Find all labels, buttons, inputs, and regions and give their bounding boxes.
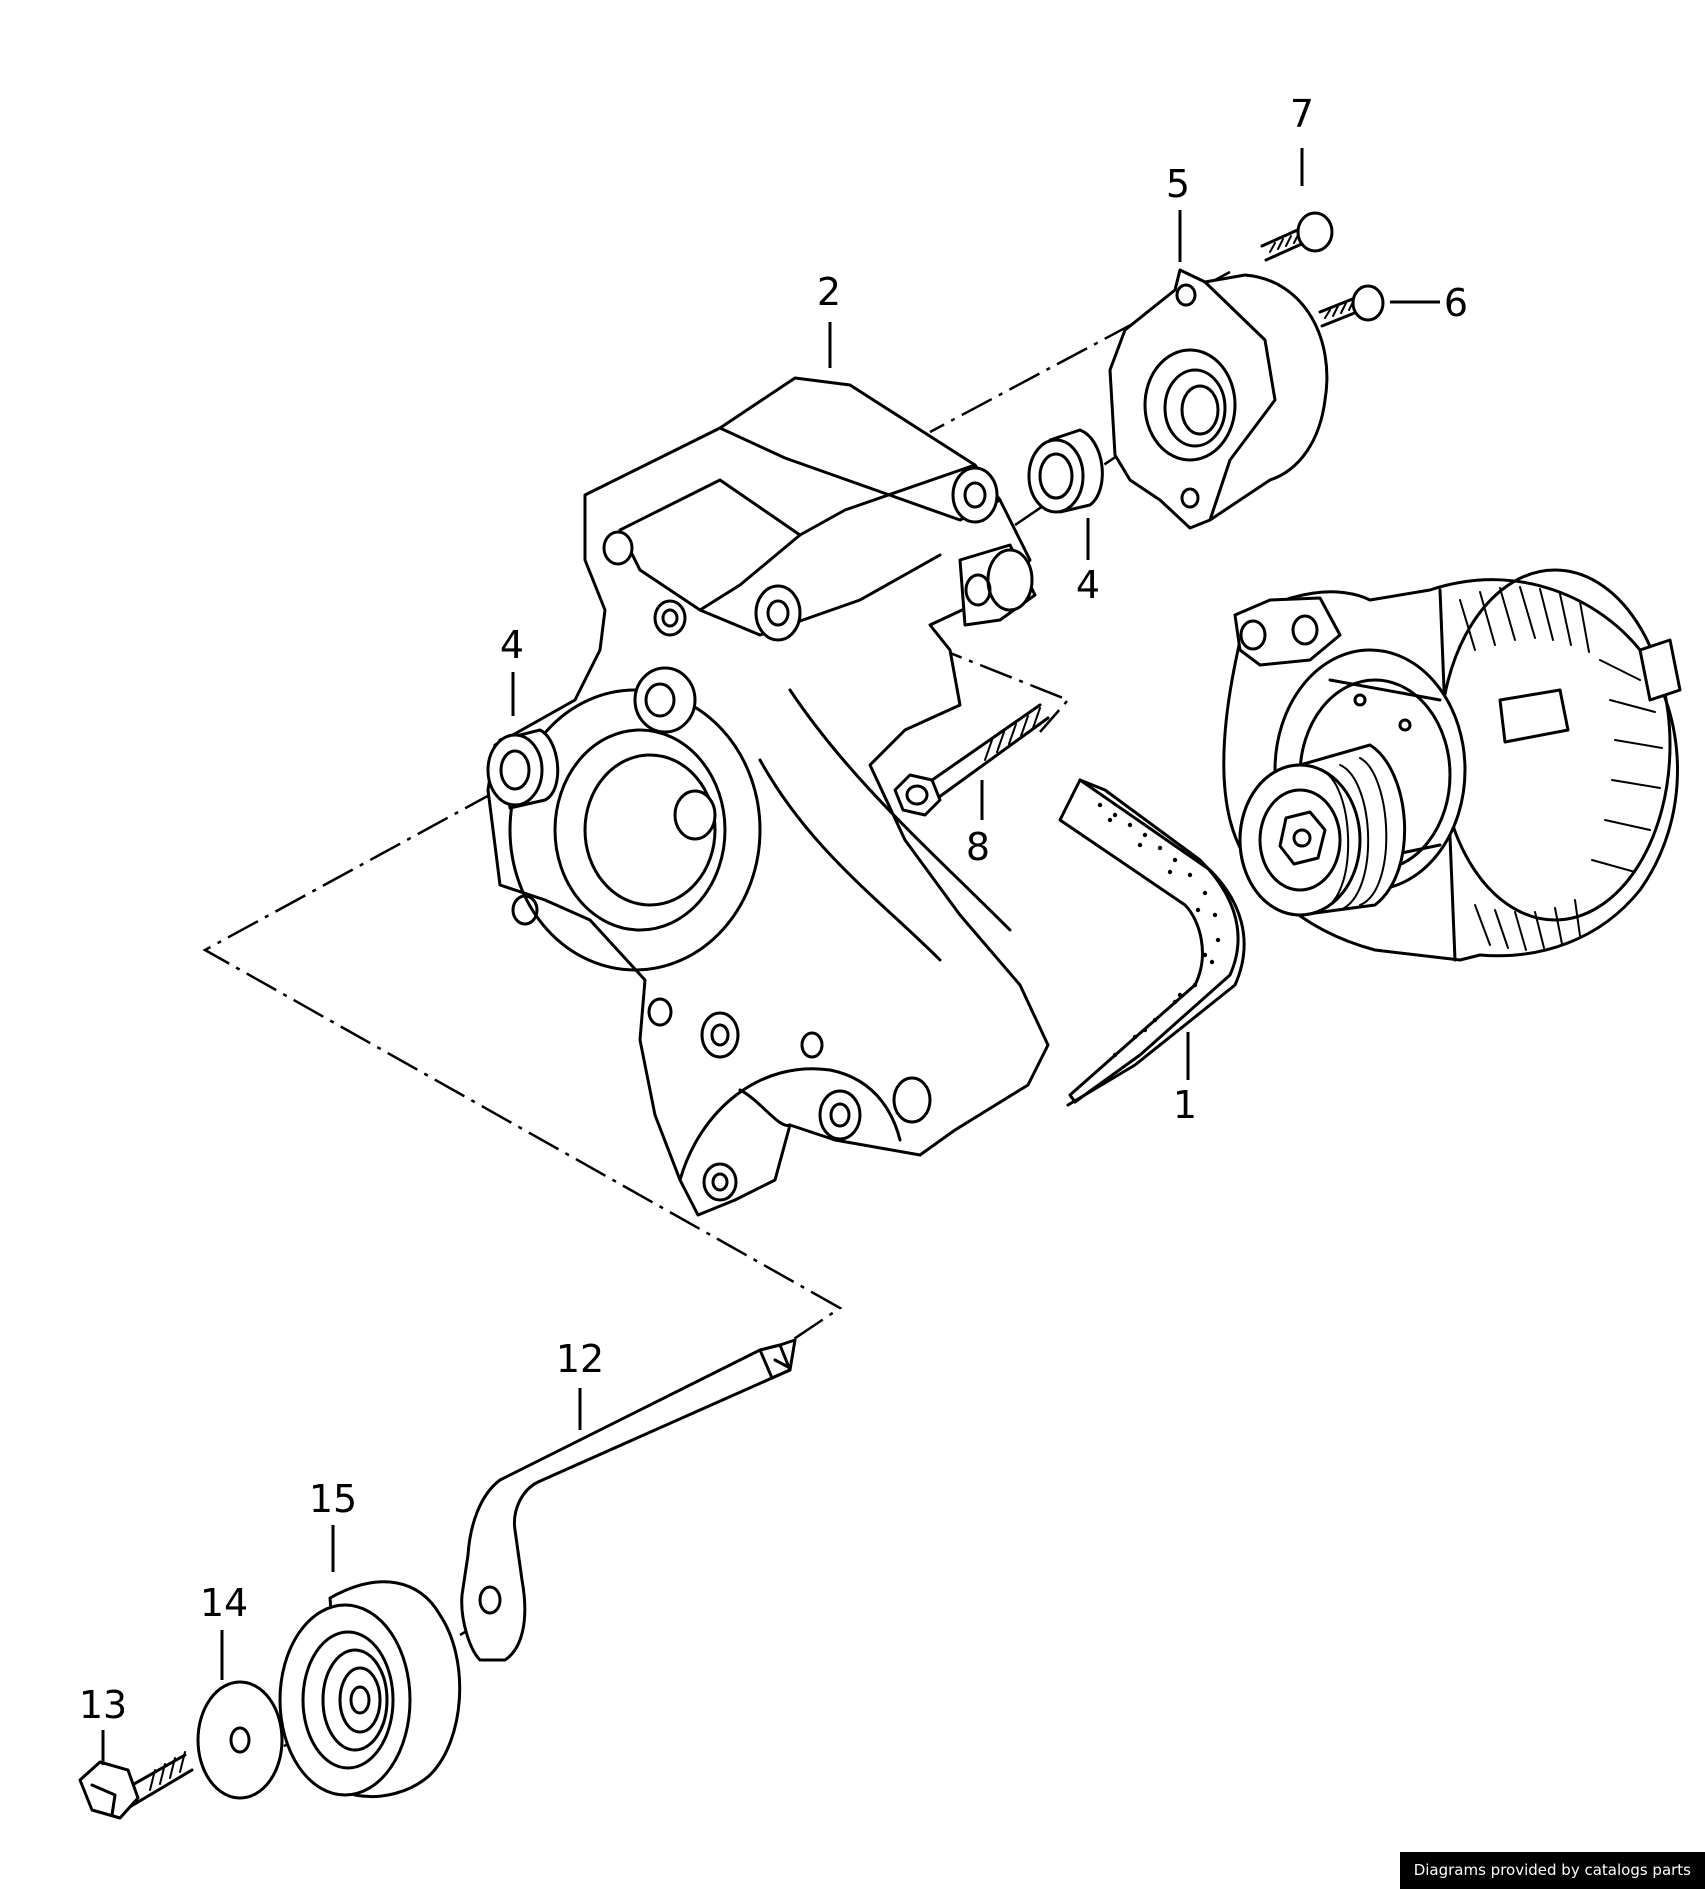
ribbed-belt [1058, 778, 1246, 1107]
bushing-right [1027, 428, 1104, 514]
callout-15: 15 [309, 1477, 357, 1521]
belt-ribs [1097, 802, 1221, 1058]
tensioner-plate [1108, 268, 1329, 530]
leader-lines [101, 148, 1440, 1765]
callout-6: 6 [1444, 281, 1468, 325]
callout-4-right: 4 [1076, 563, 1100, 607]
callout-1: 1 [1173, 1083, 1197, 1127]
bolt-6 [1318, 284, 1385, 328]
bushing-left [486, 728, 560, 810]
callout-12: 12 [556, 1337, 604, 1381]
callout-8: 8 [966, 825, 990, 869]
bolt-13 [78, 1751, 194, 1820]
alternator-cooling-fins [1459, 586, 1663, 951]
tensioner-arm [460, 1338, 797, 1662]
callout-2: 2 [817, 270, 841, 314]
idler-pulley [278, 1580, 462, 1799]
credit-badge: Diagrams provided by catalogs parts [1399, 1852, 1705, 1889]
alternator-bracket [486, 376, 1050, 1217]
bolt-7 [1260, 211, 1334, 262]
callout-5: 5 [1166, 162, 1190, 206]
callout-13: 13 [79, 1683, 127, 1727]
callout-labels: 1 2 4 4 5 6 7 8 12 13 14 15 [79, 92, 1468, 1727]
callout-7: 7 [1290, 92, 1314, 136]
washer [196, 1680, 284, 1800]
alternator [1222, 568, 1682, 962]
bolt-8 [893, 703, 1050, 817]
callout-4-left: 4 [500, 623, 524, 667]
callout-14: 14 [200, 1581, 248, 1625]
